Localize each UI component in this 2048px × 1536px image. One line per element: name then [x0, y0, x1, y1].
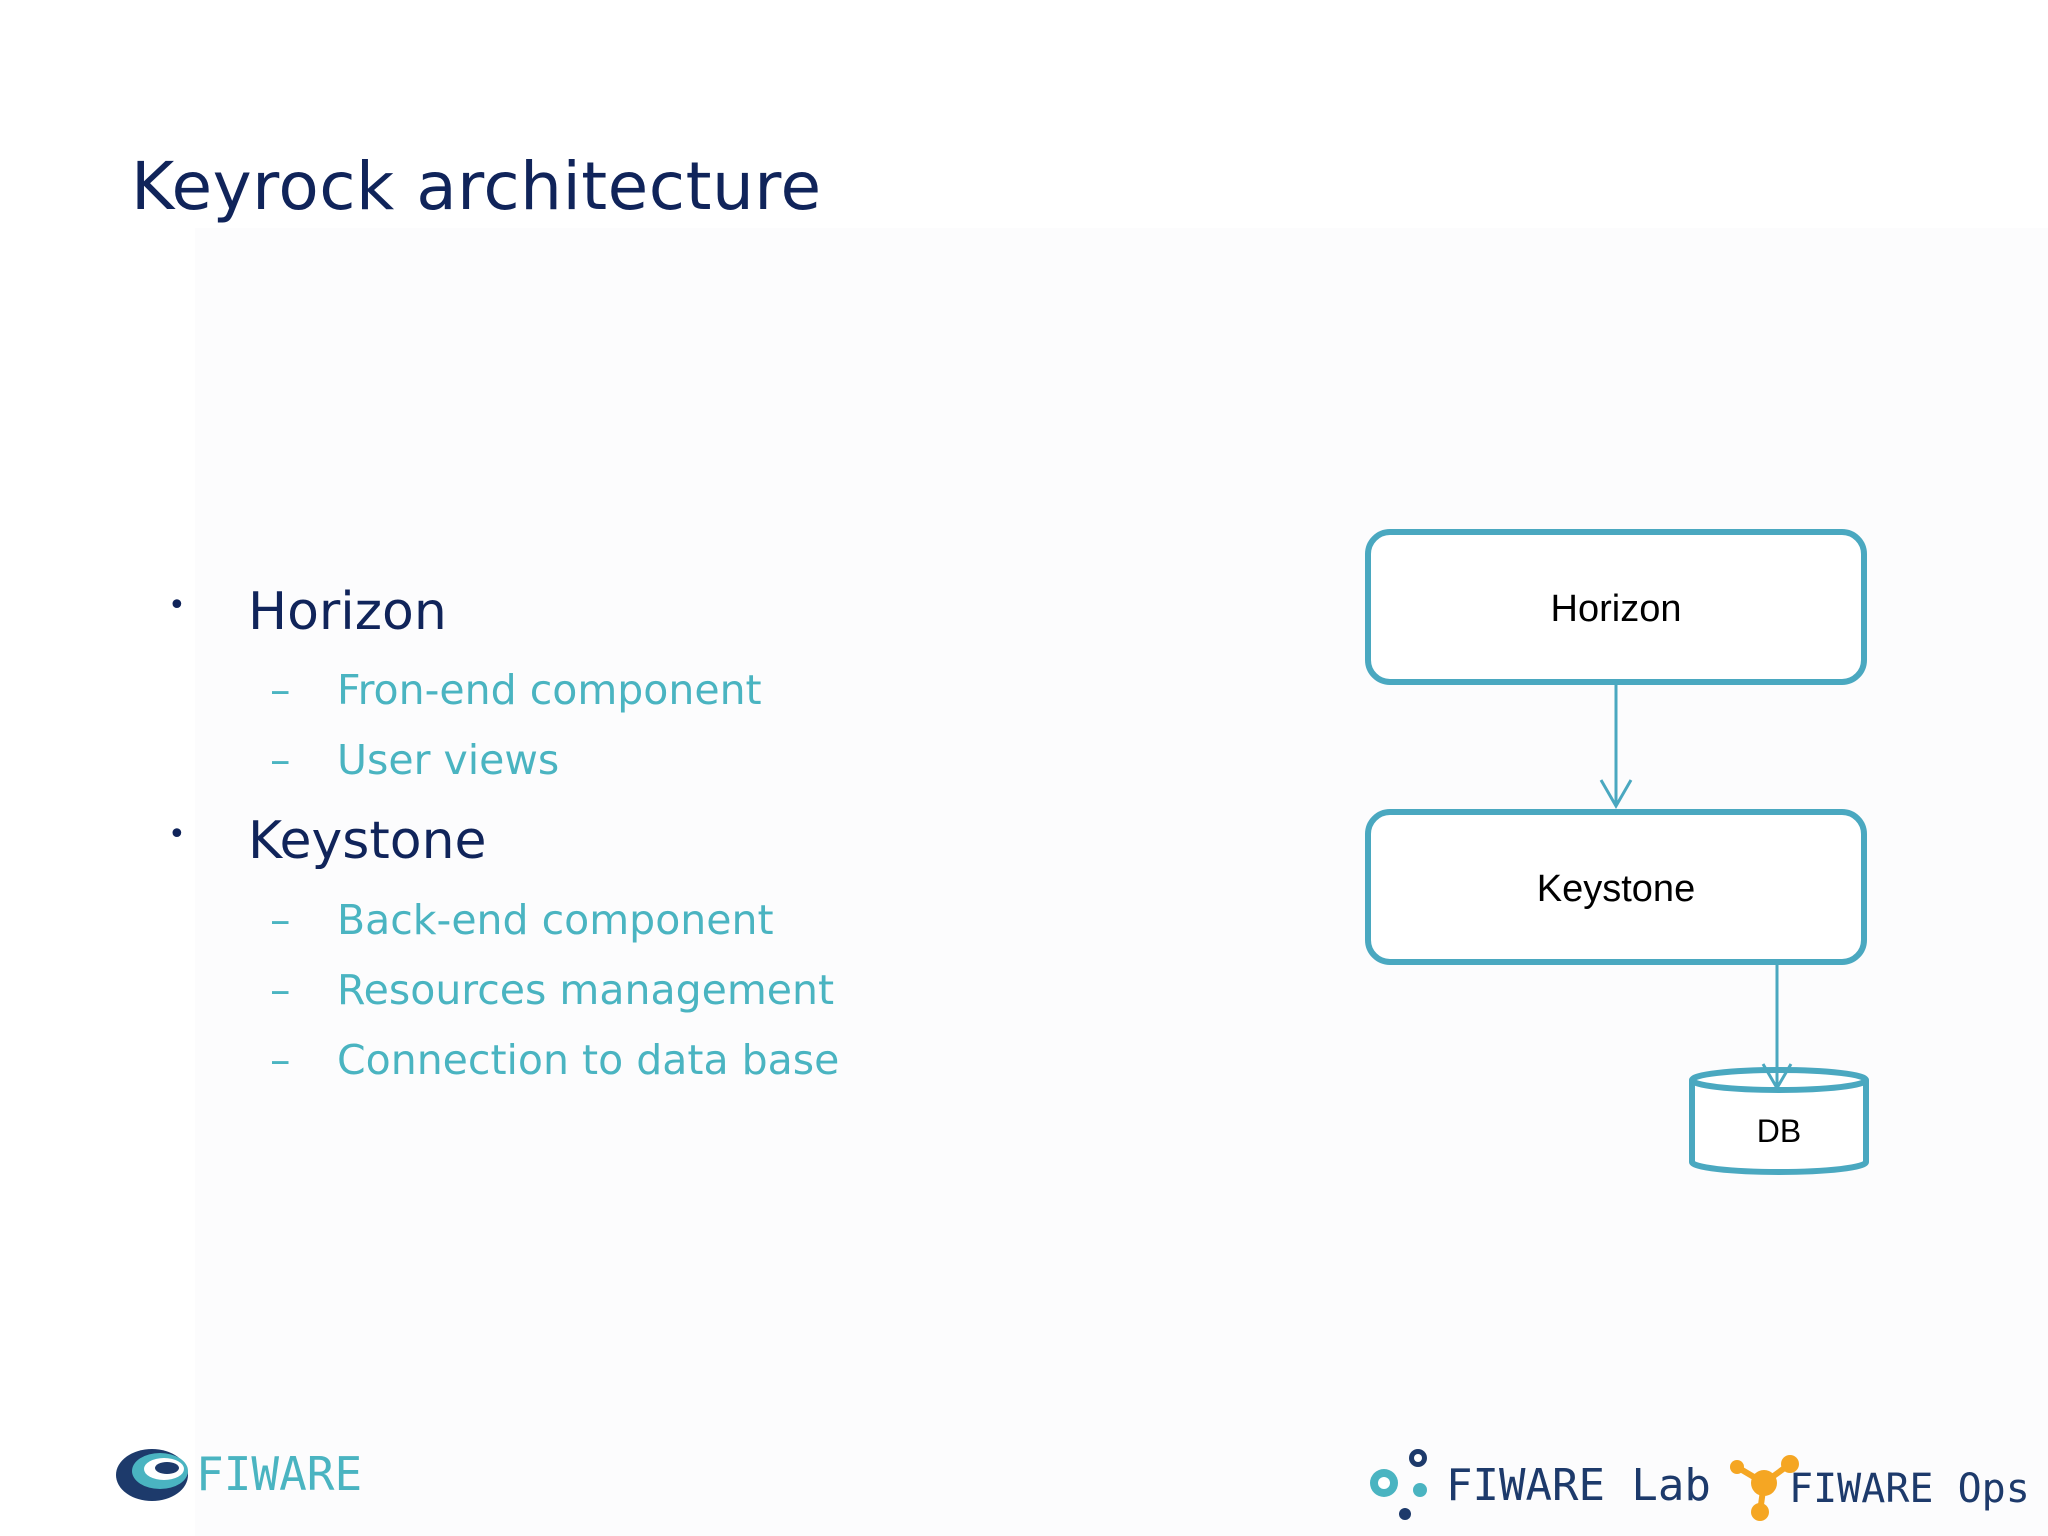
horizon-node [1365, 529, 1867, 685]
bullet-label: Horizon [248, 582, 447, 642]
fiware-ops-logo: FIWARE Ops [1789, 1466, 2030, 1512]
sub-bullet-marker: – [270, 666, 291, 714]
sub-bullet-label: Connection to data base [337, 1036, 840, 1084]
fiware-logo-text: FIWARE [196, 1447, 363, 1501]
bullet-marker: • [168, 817, 186, 852]
arrowhead-icon [1761, 1063, 1793, 1091]
keystone-node-label: Keystone [1537, 868, 1695, 910]
fiware-lab-dots-icon [1370, 1449, 1427, 1520]
sub-bullet-label: Back-end component [337, 896, 774, 944]
fiware-ops-logo-text: FIWARE Ops [1789, 1466, 2030, 1512]
db-node [1689, 1067, 1869, 1175]
sub-bullet-label: Resources management [337, 966, 835, 1014]
keystone-node [1365, 809, 1867, 965]
fiware-lab-logo: FIWARE Lab [1446, 1460, 1711, 1511]
arrowhead-icon [1599, 779, 1633, 810]
sub-bullet-marker: – [270, 1036, 291, 1084]
fiware-swirl-icon [116, 1449, 188, 1501]
sub-bullet-label: Fron-end component [337, 666, 762, 714]
sub-bullet-marker: – [270, 966, 291, 1014]
fiware-lab-logo-text: FIWARE Lab [1446, 1460, 1711, 1511]
sub-bullet-label: User views [337, 736, 560, 784]
fiware-logo: FIWARE [196, 1447, 362, 1501]
bullet-label: Keystone [248, 811, 487, 871]
sub-bullet-marker: – [270, 896, 291, 944]
sub-bullet-marker: – [270, 736, 291, 784]
horizon-node-label: Horizon [1551, 588, 1682, 630]
bullet-marker: • [168, 588, 186, 623]
db-node-label: DB [1757, 1113, 1801, 1149]
fiware-ops-hex-icon [1730, 1455, 1799, 1521]
slide-title: Keyrock architecture [131, 148, 822, 225]
